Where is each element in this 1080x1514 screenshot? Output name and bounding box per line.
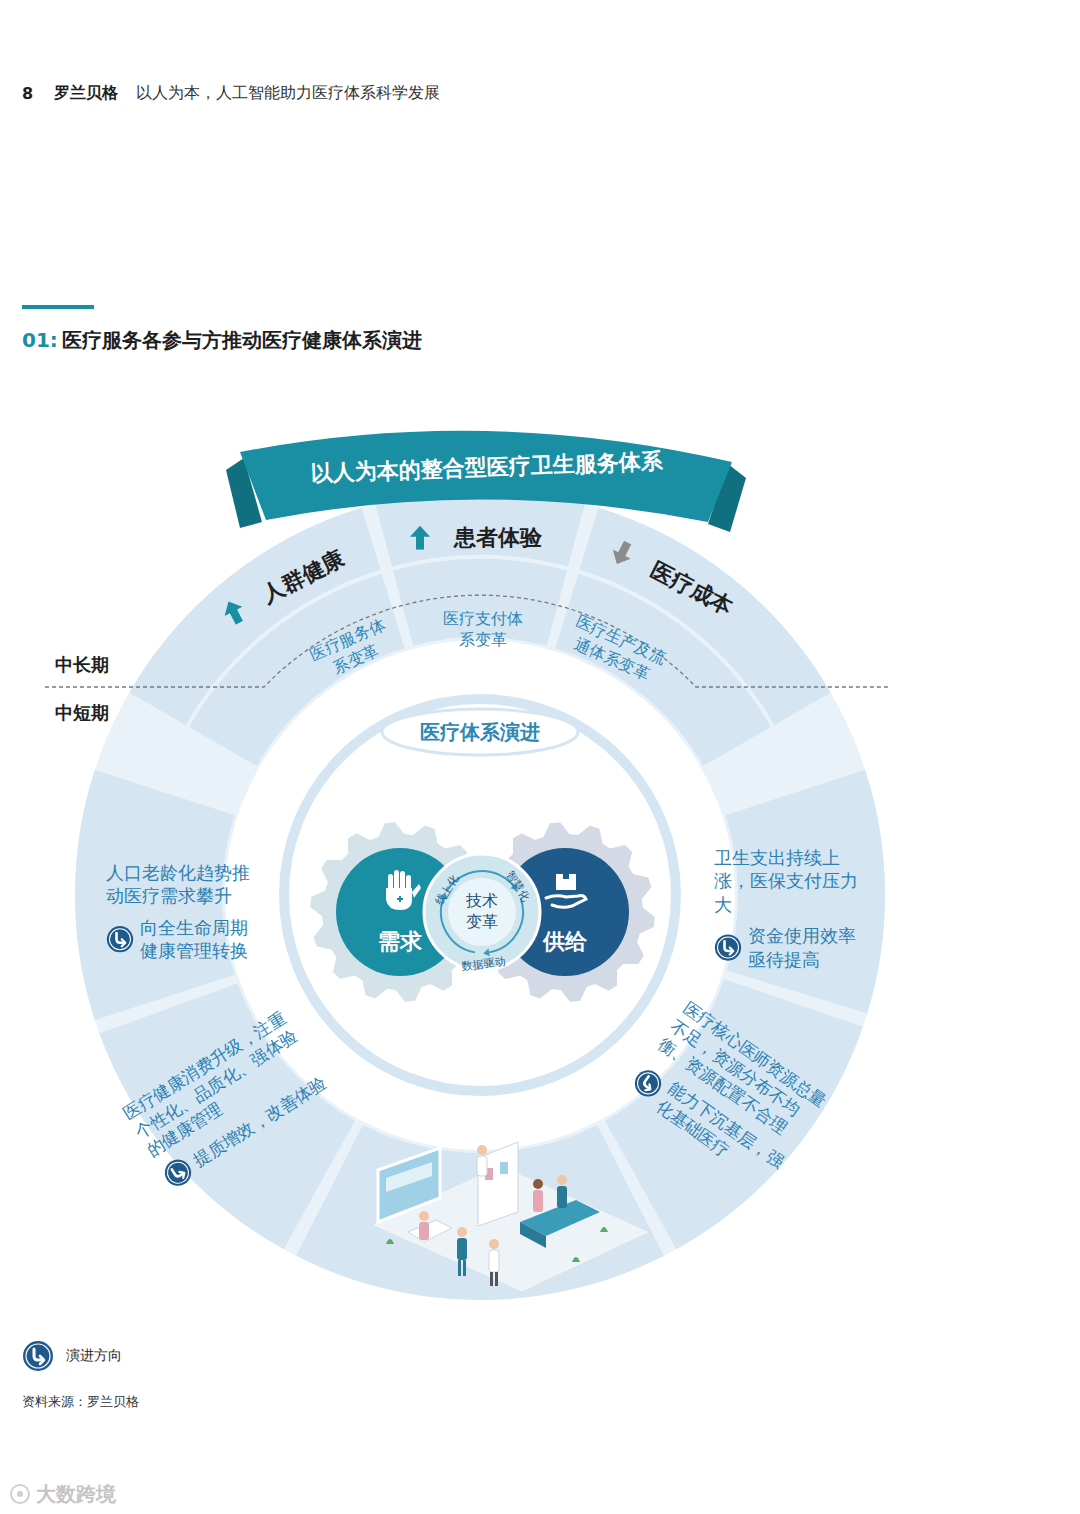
node-text: 医疗服务体系变革: [307, 615, 388, 677]
ellipse-shape: [382, 709, 578, 755]
legend-text: 演进方向: [66, 1347, 122, 1365]
up-arrow: [220, 597, 249, 627]
inner-ring: [284, 699, 676, 1091]
period-label: 中长期: [55, 653, 109, 677]
goal-segment: 医疗成本: [607, 536, 754, 630]
text-row: 患者体验: [410, 524, 560, 553]
reform-segment: 医疗生产及流通体系变革: [560, 610, 672, 690]
watermark-icon: [11, 1485, 29, 1503]
node-text: 人口老龄化趋势推动医疗需求攀升: [106, 862, 250, 906]
page-number: 8: [22, 84, 33, 103]
report-title: 以人为本，人工智能助力医疗体系科学发展: [136, 83, 440, 104]
node-text: 医疗体系演进: [420, 720, 540, 744]
ring-label: 数据驱动: [461, 954, 506, 974]
node-text: 人群健康: [242, 536, 365, 618]
node-text: 以人为本的整合型医疗卫生服务体系: [311, 449, 664, 486]
section-number: 01:: [22, 328, 58, 352]
text-row: 需求: [365, 928, 435, 957]
watermark: 大数跨境: [36, 1481, 116, 1508]
text-row: 向全生命周期健康管理转换: [106, 916, 254, 963]
ring-segment: [99, 983, 354, 1249]
source-caption: 资料来源：罗兰贝格: [22, 1393, 139, 1411]
evolution-icon: [159, 1154, 198, 1193]
banner: [226, 431, 746, 532]
ring-segment: [605, 979, 863, 1249]
driver-segment: 卫生支出持续上涨，医保支付压力大资金使用效率亟待提高: [714, 846, 862, 971]
up-arrow: [410, 526, 430, 550]
hospital-illustration: [372, 1142, 650, 1292]
text-row: 医疗成本: [607, 536, 754, 630]
node-text: 供给: [543, 929, 587, 954]
driver-segment: 人口老龄化趋势推动医疗需求攀升向全生命周期健康管理转换: [106, 861, 254, 963]
text-row: 医疗体系演进: [420, 719, 540, 745]
evolution-icon: [106, 925, 134, 953]
box-on-hand-icon: [546, 874, 586, 907]
text-row: 技术变革: [462, 891, 502, 933]
tech-ring: [424, 854, 540, 970]
goal-segment: 人群健康: [219, 536, 366, 630]
text-row: 人群健康: [219, 536, 366, 630]
ring-label: 智慧化: [503, 868, 533, 904]
ring-segment: [725, 770, 885, 1014]
node-text: 资金使用效率亟待提高: [748, 924, 862, 971]
driver-segment: 医疗核心医师资源总量不足，资源分布不均衡、资源配置不合理能力下沉基层，强化基础医…: [624, 997, 843, 1200]
evolution-ellipse: 医疗体系演进: [380, 707, 580, 757]
period-label: 中短期: [55, 701, 109, 725]
text-row: 供给: [530, 928, 600, 957]
node-text: 需求: [378, 929, 422, 954]
node-text: 医疗生产及流通体系变革: [572, 611, 669, 683]
node-text: 患者体验: [436, 524, 560, 553]
section-title: 医疗服务各参与方推动医疗健康体系演进: [62, 327, 422, 354]
legend-icon: [22, 1340, 54, 1372]
reform-segment: 医疗服务体系变革: [307, 615, 397, 686]
ring-segment: [296, 1125, 664, 1300]
goal-segment: 患者体验: [410, 524, 560, 553]
evolution-icon: [714, 933, 742, 961]
ring-layer: [75, 490, 885, 1300]
demand-gear: 需求: [365, 928, 435, 957]
period-divider: [45, 595, 890, 687]
node-text: 技术变革: [466, 891, 498, 931]
outer-ring: [75, 490, 885, 1300]
banner-title: 以人为本的整合型医疗卫生服务体系: [257, 446, 718, 491]
node-text: 医疗支付体系变革: [443, 609, 523, 649]
text-row: 医疗服务体系变革: [307, 615, 397, 686]
gear-layer: [310, 822, 655, 1002]
node-text: 向全生命周期健康管理转换: [140, 916, 254, 963]
node-text: 卫生支出持续上涨，医保支付压力大: [714, 847, 858, 915]
tech-circle-label: 技术变革: [462, 891, 502, 933]
hand-icon: [386, 870, 421, 910]
legend-item: 演进方向: [22, 1340, 122, 1372]
publisher: 罗兰贝格: [54, 83, 118, 104]
ring-label: 线上化: [432, 872, 462, 908]
text-row: 以人为本的整合型医疗卫生服务体系: [257, 446, 718, 491]
text-row: 医疗生产及流通体系变革: [560, 610, 672, 690]
text-row: 资金使用效率亟待提高: [714, 924, 862, 971]
driver-segment: 医疗健康消费升级，注重个性化、品质化、强体验的健康管理提质增效，改善体验: [119, 1004, 336, 1192]
title-bar: [22, 305, 94, 309]
supply-gear: 供给: [530, 928, 600, 957]
text-row: 卫生支出持续上涨，医保支付压力大: [714, 846, 862, 916]
node-text: 医疗成本: [630, 548, 753, 630]
node-text: 医疗健康消费升级，注重个性化、品质化、强体验的健康管理: [120, 1007, 301, 1161]
text-row: 医疗支付体系变革: [443, 609, 523, 651]
reform-segment: 医疗支付体系变革: [443, 609, 523, 651]
down-arrow: [608, 538, 637, 568]
cycle-arrowhead: [483, 948, 490, 956]
text-row: 人口老龄化趋势推动医疗需求攀升: [106, 861, 254, 908]
tech-circle: [448, 878, 516, 946]
